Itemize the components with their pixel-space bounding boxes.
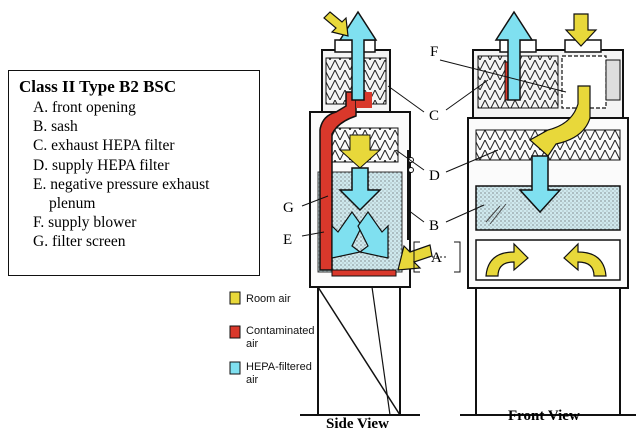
callout-line-c-side (387, 85, 425, 113)
front-sash-glare (489, 203, 507, 225)
callout-bracket-a-right (454, 241, 461, 273)
front-control-panel (605, 59, 621, 101)
contaminated-air-label-1: Contaminated (246, 325, 315, 337)
hepa-air-label-2: air (246, 374, 259, 386)
legend-item-e: E. negative pressure exhaust (33, 175, 210, 193)
front-room-air-curl-left (485, 242, 529, 277)
side-view-label: Side View (326, 416, 389, 432)
callout-c: C (429, 108, 439, 124)
legend-item-a: A. front opening (33, 99, 136, 116)
legend-title: Class II Type B2 BSC (19, 77, 177, 96)
callout-g: G (283, 200, 294, 216)
front-supply-blower (561, 55, 607, 109)
contaminated-air-label-2: air (246, 338, 259, 350)
callout-line-d-front (445, 149, 499, 173)
side-room-air-inflow-arrow (397, 244, 433, 271)
callout-lines (301, 59, 567, 273)
legend-item-g: G. filter screen (33, 233, 126, 251)
callout-f: F (430, 44, 438, 60)
callout-a: A (431, 250, 442, 266)
contaminated-air-swatch (229, 325, 241, 339)
callout-line-b-side (407, 209, 425, 223)
callout-d: D (429, 168, 440, 184)
front-view-label: Front View (508, 408, 580, 424)
airflow-key: Room air Contaminated air HEPA-filtered … (229, 291, 315, 386)
callout-bracket-a-left (413, 241, 420, 273)
side-sash-knob (408, 167, 414, 173)
callout-e: E (283, 232, 292, 248)
callout-line-d-side (395, 149, 425, 171)
side-brace (317, 286, 401, 416)
callout-b: B (429, 218, 439, 234)
side-view-cabinet (300, 10, 433, 416)
side-brace (371, 286, 391, 416)
room-air-swatch (229, 291, 241, 305)
side-downflow-arrow (338, 167, 382, 212)
legend-list: A. front opening B. sash C. exhaust HEPA… (19, 98, 259, 252)
side-split-arrow-right (357, 210, 389, 259)
side-room-air-top-arrow (323, 11, 349, 37)
room-air-label: Room air (246, 293, 291, 305)
side-exhaust-arrow (338, 10, 378, 101)
callout-line-f (439, 59, 567, 93)
side-contaminated-plenum (319, 91, 357, 271)
front-downflow-arrow (518, 155, 562, 214)
callout-line-b-front (445, 204, 485, 223)
callout-line-e (301, 231, 325, 237)
side-contaminated-grille (331, 269, 397, 277)
hepa-air-label-1: HEPA-filtered (246, 361, 312, 373)
legend-item-c: C. exhaust HEPA filter (33, 137, 175, 155)
front-room-air-intake-arrow (564, 13, 598, 47)
front-exhaust-arrow (494, 10, 534, 101)
front-sash-glare (485, 205, 501, 223)
hepa-air-swatch (229, 361, 241, 375)
front-room-air-curl-right (563, 242, 607, 277)
legend-item-b: B. sash (33, 118, 78, 136)
side-room-air-supply-arrow (338, 134, 382, 169)
callout-line-g (301, 195, 329, 207)
legend-item-e-cont: plenum (49, 195, 96, 213)
callout-line-c-front (445, 79, 489, 111)
front-view-cabinet (460, 10, 636, 416)
legend-box: Class II Type B2 BSC A. front opening B.… (8, 70, 260, 276)
legend-item-f: F. supply blower (33, 214, 137, 232)
legend-item-d: D. supply HEPA filter (33, 156, 170, 174)
